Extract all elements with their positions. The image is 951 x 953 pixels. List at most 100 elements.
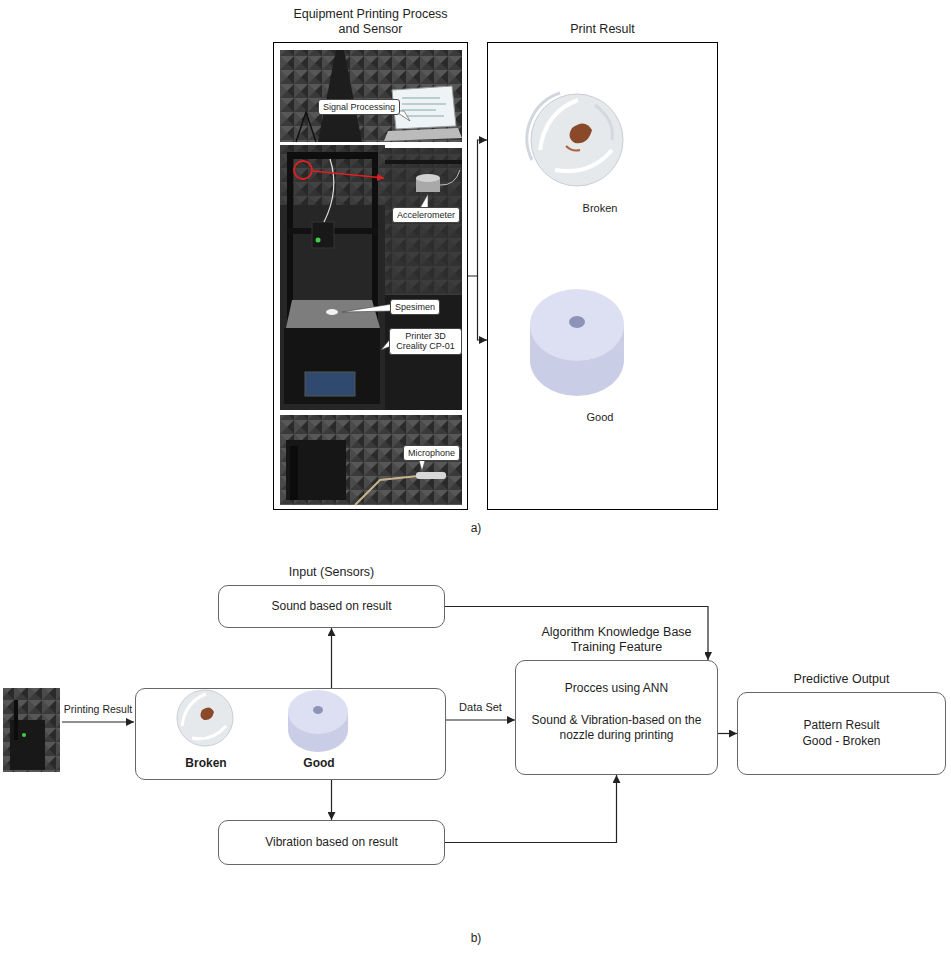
- arrow-label: Printing Result: [64, 703, 132, 716]
- signal-processing-photo: [280, 50, 462, 142]
- connector-line: [468, 140, 487, 276]
- broken-specimen-small: [177, 690, 233, 746]
- sensor-box: Vibration based on result: [218, 820, 445, 865]
- connector: [331, 780, 332, 820]
- box-text: Accelerometer: [397, 210, 455, 220]
- good-specimen: [530, 289, 624, 396]
- printer-photo: [280, 145, 462, 410]
- status-light: [316, 238, 321, 243]
- callout-box: Printer 3D Creality CP-01: [389, 328, 462, 355]
- burn-mark: [570, 123, 592, 143]
- connector: [718, 733, 737, 734]
- print-bed: [286, 300, 380, 328]
- accelerometer-top: [416, 174, 440, 182]
- good-specimen-small: [288, 690, 348, 752]
- photo-ground: [3, 688, 60, 772]
- connector-line: [446, 719, 515, 720]
- callout-tails: [342, 111, 428, 471]
- edge-group: [332, 140, 738, 843]
- result-label: Broken: [583, 202, 618, 215]
- result-panel: Print Result: [487, 42, 718, 510]
- sensor-cable: [440, 170, 460, 185]
- callout-box: Spesimen: [390, 299, 440, 315]
- specimen: [326, 309, 338, 315]
- printer-base: [284, 328, 380, 404]
- disc-top: [530, 289, 624, 361]
- filament: [324, 159, 334, 222]
- texture: [555, 150, 612, 171]
- box-heading: Input (Sensors): [287, 565, 376, 581]
- connector: [445, 775, 617, 843]
- box-text: Pattern Result Good - Broken: [794, 718, 890, 749]
- equipment-panel: Equipment Printing Process and SensorSig…: [273, 42, 468, 510]
- box-text: Sound & Vibration-based on the nozzle du…: [524, 713, 709, 744]
- connector-line: [331, 628, 332, 688]
- connector: [468, 140, 487, 340]
- box-text: Sound based on result: [271, 599, 391, 615]
- sensor-box: Input (Sensors)Sound based on result: [218, 585, 445, 628]
- connector: [446, 720, 515, 721]
- photo-ground: [280, 50, 462, 142]
- print-head: [312, 222, 334, 248]
- disc-top: [288, 690, 348, 734]
- printer-screen: [305, 372, 355, 396]
- disc: [531, 94, 623, 186]
- box-heading: Print Result: [568, 22, 637, 38]
- printer-post: [14, 700, 18, 740]
- burn-mark: [566, 146, 580, 151]
- status-light: [22, 733, 26, 737]
- laptop-base: [384, 128, 462, 141]
- printer-part: [286, 440, 346, 500]
- box-text: Good: [303, 756, 334, 772]
- ann-box: Algorithm Knowledge Base Training Featur…: [515, 660, 718, 775]
- burn-mark: [200, 707, 214, 720]
- microphone-stand: [355, 476, 418, 505]
- microphone-photo: [280, 415, 462, 505]
- box-heading: Equipment Printing Process and Sensor: [280, 7, 462, 38]
- box-text: Microphone: [408, 448, 455, 458]
- connector-line: [445, 775, 617, 843]
- result-box: BrokenGood: [135, 688, 446, 780]
- printer-post: [290, 446, 298, 500]
- disc: [177, 690, 233, 746]
- box-text: Spesimen: [395, 302, 435, 312]
- frame-top: [287, 152, 378, 159]
- box-text: Procces using ANN: [565, 681, 668, 697]
- disc-hole: [313, 706, 323, 714]
- edge-label: Data Set: [457, 701, 504, 713]
- loose-strand: [527, 93, 560, 160]
- box-heading: Algorithm Knowledge Base Training Featur…: [529, 625, 705, 656]
- disc-hole: [569, 316, 585, 328]
- connector-line: [331, 780, 332, 820]
- callout-box: Signal Processing: [318, 99, 400, 115]
- texture: [540, 100, 578, 150]
- box-text: Printer 3D Creality CP-01: [394, 331, 457, 352]
- result-label: Good: [587, 411, 614, 424]
- printing-photo: [3, 688, 60, 772]
- connector-line: [478, 276, 488, 340]
- callout-box: Accelerometer: [392, 207, 460, 223]
- inset-frame: [385, 160, 462, 164]
- box-heading: Predictive Output: [792, 672, 892, 688]
- photo-ground: [280, 145, 385, 410]
- photo-ground: [385, 295, 462, 410]
- connector: [445, 607, 708, 661]
- highlight-circle: [294, 161, 312, 179]
- connector: [331, 628, 332, 688]
- box-text: Signal Processing: [323, 102, 395, 112]
- photo-ground: [280, 415, 462, 505]
- callout-tail: [420, 194, 428, 208]
- callout-tail: [342, 304, 392, 312]
- callout-box: Microphone: [403, 445, 460, 461]
- panel-letter: b): [471, 931, 482, 945]
- tripod: [296, 112, 316, 142]
- microphone-body: [416, 472, 446, 479]
- box-text: Vibration based on result: [265, 835, 398, 851]
- panel-letter: a): [471, 521, 482, 535]
- output-box: Predictive OutputPattern Result Good - B…: [737, 692, 946, 775]
- broken-specimen: [527, 93, 623, 186]
